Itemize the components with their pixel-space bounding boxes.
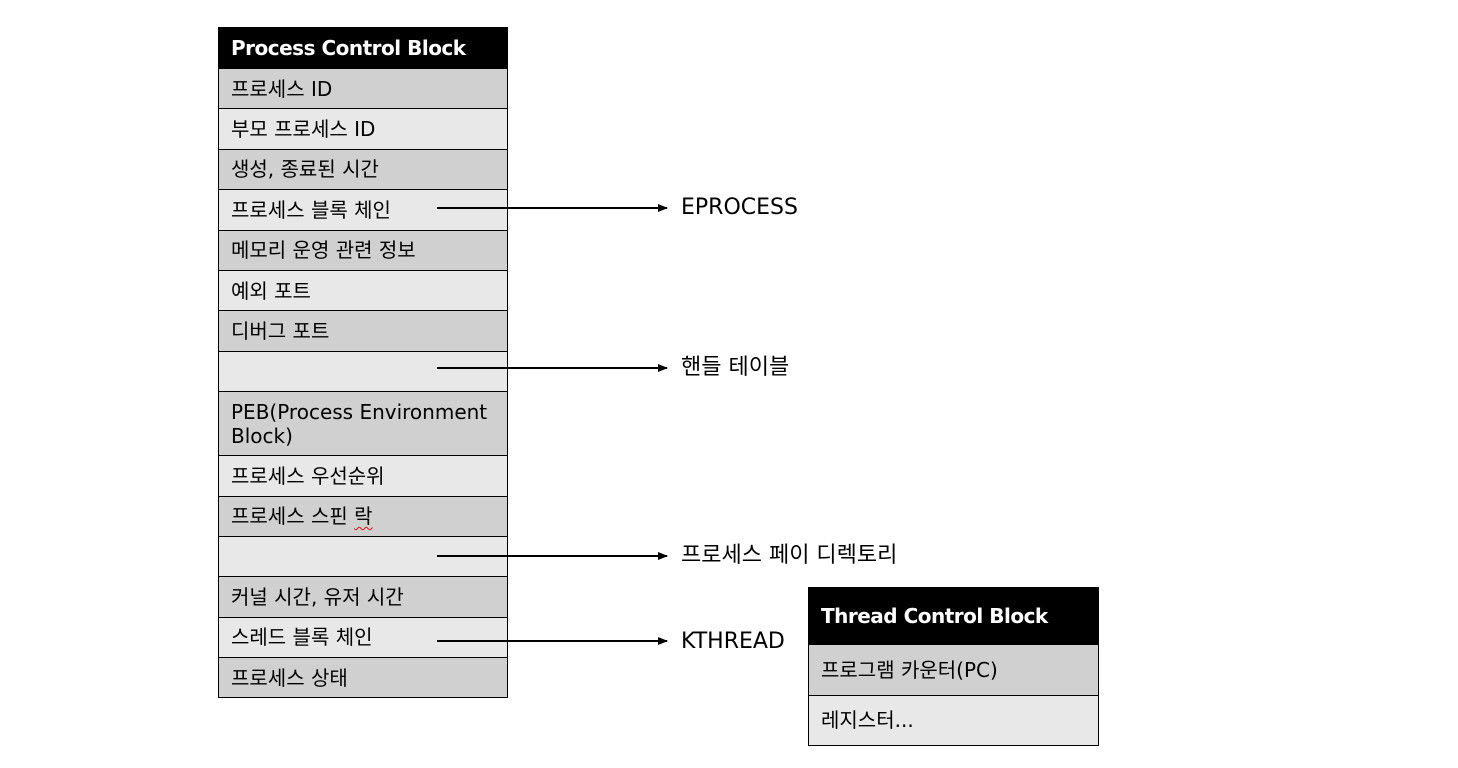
- thread-control-block-table: Thread Control Block 프로그램 카운터(PC) 레지스터..…: [808, 587, 1099, 746]
- callout-page-directory: 프로세스 페이 디렉토리: [681, 543, 898, 568]
- pcb-field-memory-info: 메모리 운영 관련 정보: [219, 229, 507, 270]
- pcb-field-peb: PEB(Process Environment Block): [219, 391, 507, 456]
- pcb-field-creation-exit-time: 생성, 종료된 시간: [219, 148, 507, 190]
- pcb-field-parent-process-id: 부모 프로세스 ID: [219, 108, 507, 149]
- tcb-field-program-counter: 프로그램 카운터(PC): [809, 644, 1098, 695]
- tcb-title: Thread Control Block: [809, 588, 1098, 644]
- process-control-block-table: Process Control Block 프로세스 ID 부모 프로세스 ID…: [218, 27, 508, 699]
- callout-kthread: KTHREAD: [681, 629, 785, 654]
- pcb-field-exception-port: 예외 포트: [219, 269, 507, 311]
- pcb-field-thread-block-chain: 스레드 블록 체인: [219, 616, 507, 658]
- pcb-title: Process Control Block: [219, 28, 507, 68]
- callout-eprocess: EPROCESS: [681, 195, 798, 220]
- pcb-field-priority: 프로세스 우선순위: [219, 455, 507, 496]
- pcb-field-debug-port: 디버그 포트: [219, 310, 507, 351]
- pcb-field-process-block-chain: 프로세스 블록 체인: [219, 189, 507, 230]
- pcb-field-spin-lock: 프로세스 스핀 락: [219, 495, 507, 536]
- tcb-field-registers: 레지스터...: [809, 694, 1098, 745]
- callout-handle-table: 핸들 테이블: [681, 355, 790, 380]
- pcb-field-spin-lock-label: 프로세스 스핀: [231, 504, 348, 529]
- pcb-field-process-state: 프로세스 상태: [219, 657, 507, 698]
- spellcheck-underlined-word: 락: [354, 504, 373, 529]
- pcb-field-kernel-user-time: 커널 시간, 유저 시간: [219, 576, 507, 617]
- pcb-field-empty-handle: [219, 350, 507, 392]
- pcb-field-process-id: 프로세스 ID: [219, 68, 507, 109]
